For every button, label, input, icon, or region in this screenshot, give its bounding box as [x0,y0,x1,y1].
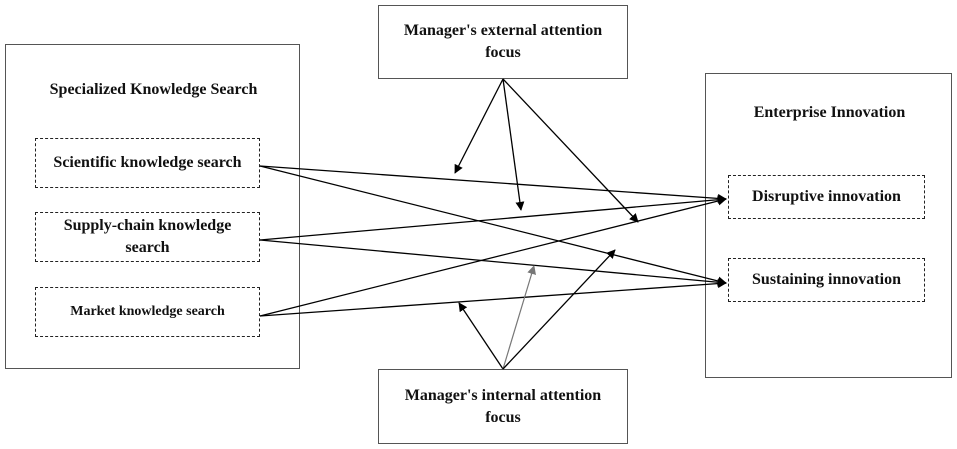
arrow-scientific-to-disruptive [259,165,727,203]
arrow-market-to-disruptive [259,196,727,317]
enterprise-innovation-title: Enterprise Innovation [753,104,906,121]
arrow-external-moderation-2 [502,78,525,211]
arrow-external-moderation-1 [454,78,504,174]
arrow-internal-moderation-1 [458,302,504,370]
external-attention-focus-label: Manager's external attention focus [403,22,603,61]
sustaining-innovation-node: Sustaining innovation [728,258,925,302]
arrow-market-to-sustaining [259,279,727,317]
arrow-supply-chain-to-disruptive [259,195,727,241]
supply-chain-knowledge-search-label: Supply-chain knowledge search [63,217,232,256]
internal-attention-focus-label: Manager's internal attention focus [404,386,602,426]
disruptive-innovation-node: Disruptive innovation [728,175,925,219]
external-attention-focus-box: Manager's external attention focus [378,5,628,79]
internal-attention-focus-box: Manager's internal attention focus [378,369,628,444]
market-knowledge-search-label: Market knowledge search [70,304,225,319]
market-knowledge-search-node: Market knowledge search [35,287,260,337]
scientific-knowledge-search-node: Scientific knowledge search [35,138,260,188]
supply-chain-knowledge-search-node: Supply-chain knowledge search [35,212,260,262]
arrow-supply-chain-to-sustaining [259,239,727,287]
sustaining-innovation-label: Sustaining innovation [752,271,901,288]
arrow-external-moderation-3 [502,78,639,223]
specialized-knowledge-search-title: Specialized Knowledge Search [49,81,258,98]
arrow-internal-moderation-3 [502,249,616,370]
disruptive-innovation-label: Disruptive innovation [752,188,901,205]
enterprise-innovation-panel: Enterprise Innovation [705,73,952,378]
scientific-knowledge-search-label: Scientific knowledge search [53,154,242,171]
arrow-scientific-to-sustaining [259,165,727,286]
arrow-internal-moderation-2 [502,265,536,370]
